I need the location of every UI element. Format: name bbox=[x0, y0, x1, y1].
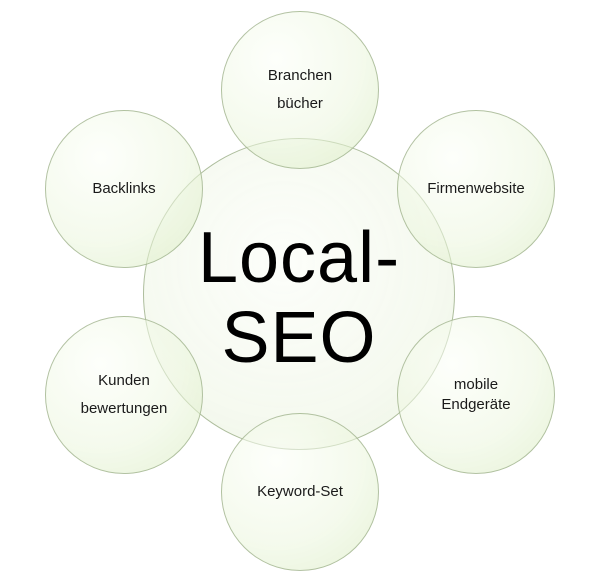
satellite-label: mobile Endgeräte bbox=[441, 375, 510, 415]
satellite-label-line-1: Firmenwebsite bbox=[427, 180, 525, 197]
satellite-mobile-endgeraete: mobile Endgeräte bbox=[397, 316, 555, 474]
satellite-label-line-2: bewertungen bbox=[80, 400, 168, 417]
satellite-label: Kunden bewertungen bbox=[81, 367, 168, 423]
satellite-branchenbuecher: Branchen bücher bbox=[221, 11, 379, 169]
satellite-label: Backlinks bbox=[92, 175, 155, 203]
satellite-label-line-2: bücher bbox=[277, 95, 323, 112]
satellite-label: Keyword-Set bbox=[257, 478, 343, 506]
satellite-label: Firmenwebsite bbox=[427, 175, 525, 203]
satellite-backlinks: Backlinks bbox=[45, 110, 203, 268]
satellite-label-line-1: Keyword-Set bbox=[257, 483, 343, 500]
satellite-label-line-1: mobile bbox=[453, 376, 499, 393]
satellite-kundenbewertungen: Kunden bewertungen bbox=[45, 316, 203, 474]
satellite-firmenwebsite: Firmenwebsite bbox=[397, 110, 555, 268]
satellite-label-line-2: Endgeräte bbox=[441, 396, 511, 413]
satellite-keyword-set: Keyword-Set bbox=[221, 413, 379, 571]
satellite-label-line-1: Branchen bbox=[267, 67, 333, 84]
satellite-label-line-1: Backlinks bbox=[92, 180, 156, 197]
central-label-line-1: Local- bbox=[197, 218, 401, 298]
central-label: Local- SEO bbox=[198, 218, 400, 378]
central-label-line-2: SEO bbox=[221, 298, 377, 378]
satellite-label-line-1: Kunden bbox=[98, 372, 150, 389]
satellite-label: Branchen bücher bbox=[268, 62, 332, 118]
